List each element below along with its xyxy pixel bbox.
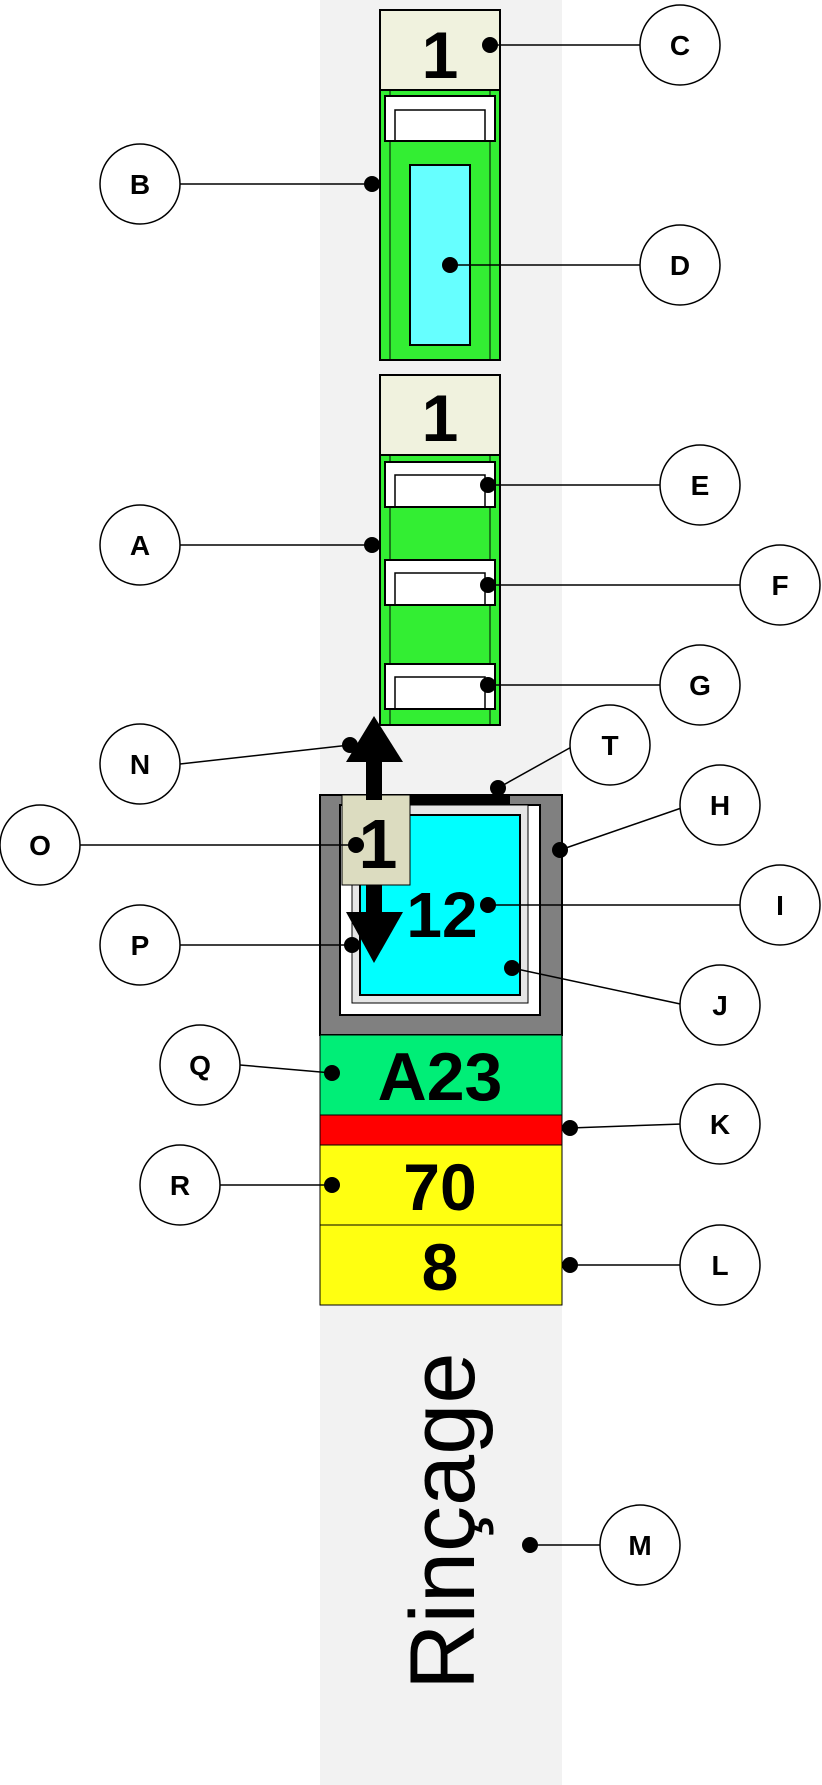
callout-i[interactable]: I xyxy=(480,864,821,946)
carrier-b-clamp xyxy=(384,95,496,142)
callout-k-label: K xyxy=(710,1109,730,1140)
station-block[interactable]: 12 1 A23 70 8 Rinçage xyxy=(319,716,563,1690)
carrier-b[interactable]: 1 xyxy=(379,9,501,361)
callout-r[interactable]: R xyxy=(139,1144,340,1226)
callout-g[interactable]: G xyxy=(480,644,741,726)
callout-r-label: R xyxy=(170,1170,190,1201)
callout-f[interactable]: F xyxy=(480,544,821,626)
callout-c-label: C xyxy=(670,30,690,61)
carrier-a-clamp-e xyxy=(384,461,496,508)
callout-b[interactable]: B xyxy=(99,143,380,225)
station-code: A23 xyxy=(378,1039,503,1115)
callout-t[interactable]: T xyxy=(490,704,651,796)
callout-d[interactable]: D xyxy=(442,224,721,306)
callout-j-label: J xyxy=(712,990,728,1021)
carrier-a[interactable]: 1 xyxy=(379,374,501,726)
callout-n[interactable]: N xyxy=(99,723,358,805)
callout-a[interactable]: A xyxy=(99,504,380,586)
callout-c[interactable]: C xyxy=(482,4,721,86)
callout-o-label: O xyxy=(29,830,51,861)
callout-j[interactable]: J xyxy=(504,960,761,1046)
callout-e-label: E xyxy=(691,470,710,501)
callout-l-label: L xyxy=(711,1250,728,1281)
callout-q-label: Q xyxy=(189,1050,211,1081)
callout-n-label: N xyxy=(130,749,150,780)
station-top-bar xyxy=(358,795,510,804)
callout-i-label: I xyxy=(776,890,784,921)
carrier-a-clamp-g xyxy=(384,663,496,710)
callout-m[interactable]: M xyxy=(522,1504,681,1586)
callout-d-label: D xyxy=(670,250,690,281)
carrier-b-header-number: 1 xyxy=(422,18,459,92)
station-name: Rinçage xyxy=(392,1352,494,1690)
station-code-band xyxy=(319,1034,563,1116)
callout-p[interactable]: P xyxy=(99,904,360,986)
carrier-a-header xyxy=(379,374,501,456)
station-value-bottom-cell xyxy=(319,1224,563,1306)
carrier-b-header xyxy=(379,9,501,91)
carrier-a-header-number: 1 xyxy=(422,381,459,455)
callout-b-label: B xyxy=(130,169,150,200)
callout-f-label: F xyxy=(771,570,788,601)
callouts: C B D E A xyxy=(0,4,821,1586)
carrier-b-window xyxy=(409,164,471,346)
station-cell-number: 12 xyxy=(406,879,477,951)
carrier-a-clamp-g-inner xyxy=(394,676,486,710)
callout-e[interactable]: E xyxy=(480,444,741,526)
callout-p-label: P xyxy=(131,930,150,961)
up-arrow-icon xyxy=(346,716,403,800)
callout-g-label: G xyxy=(689,670,711,701)
callout-o[interactable]: O xyxy=(0,804,364,886)
callout-a-label: A xyxy=(130,530,150,561)
callout-t-label: T xyxy=(601,730,618,761)
callout-h[interactable]: H xyxy=(552,764,761,858)
station-value-top: 70 xyxy=(403,1150,476,1224)
callout-h-label: H xyxy=(710,790,730,821)
callout-l[interactable]: L xyxy=(562,1224,761,1306)
station-value-top-cell xyxy=(319,1144,563,1226)
callout-q[interactable]: Q xyxy=(159,1024,340,1106)
carrier-a-clamp-f xyxy=(384,559,496,606)
callout-m-label: M xyxy=(628,1530,651,1561)
carrier-b-clamp-inner xyxy=(394,109,486,142)
station-value-bottom: 8 xyxy=(422,1230,459,1304)
station-small-label: 1 xyxy=(359,805,398,883)
down-arrow-icon xyxy=(346,885,403,963)
callout-k[interactable]: K xyxy=(562,1083,761,1165)
station-red-band xyxy=(319,1114,563,1146)
